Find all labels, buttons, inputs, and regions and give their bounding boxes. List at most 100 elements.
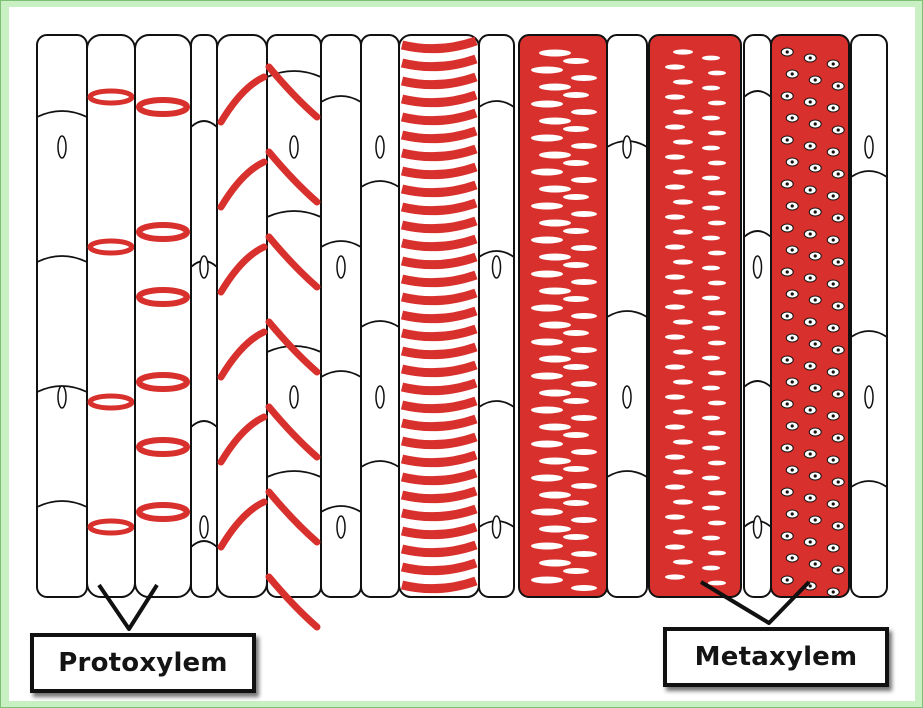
nucleus <box>623 386 631 408</box>
nucleus <box>493 516 501 538</box>
pit <box>665 304 685 309</box>
reticulate-gap <box>563 262 589 268</box>
pit-aperture <box>832 502 835 505</box>
pit <box>665 124 685 129</box>
reticulate-gap <box>563 92 589 98</box>
pit <box>665 454 685 459</box>
pit-aperture <box>786 50 789 53</box>
pit <box>702 296 720 301</box>
metaxylem-label: Metaxylem <box>695 642 858 672</box>
pit <box>665 244 685 249</box>
pit-aperture <box>832 106 835 109</box>
nucleus <box>200 516 208 538</box>
pit-aperture <box>809 540 812 543</box>
pit <box>665 154 685 159</box>
pit <box>665 214 685 219</box>
pit <box>673 259 693 264</box>
reticulate-gap <box>531 169 563 176</box>
pit-aperture <box>837 480 840 483</box>
reticulate-gap <box>539 84 571 91</box>
pit <box>708 521 726 526</box>
parenchyma-cell-outline <box>851 35 887 597</box>
reticulate-gap <box>563 432 589 438</box>
pit-aperture <box>809 56 812 59</box>
diagram-canvas: Protoxylem Metaxylem <box>9 7 915 701</box>
pit-aperture <box>837 436 840 439</box>
pit-aperture <box>786 578 789 581</box>
parenchyma-column <box>851 35 887 597</box>
pit <box>673 529 693 534</box>
pit <box>673 49 693 54</box>
pit-aperture <box>837 524 840 527</box>
pit-aperture <box>814 386 817 389</box>
pit-aperture <box>809 452 812 455</box>
reticulate-gap <box>571 517 597 523</box>
pit-aperture <box>814 78 817 81</box>
pit <box>673 229 693 234</box>
pit <box>665 574 685 579</box>
reticulate-gap <box>531 237 563 244</box>
pit-aperture <box>814 298 817 301</box>
reticulate-gap <box>563 330 589 336</box>
metaxylem-label-box: Metaxylem <box>663 627 889 687</box>
pit <box>702 86 720 91</box>
pit <box>665 184 685 189</box>
pit-aperture <box>791 72 794 75</box>
pit-aperture <box>837 304 840 307</box>
reticulate-gap <box>539 390 571 397</box>
nucleus <box>376 386 384 408</box>
pit-aperture <box>832 150 835 153</box>
pit <box>702 386 720 391</box>
reticulate-gap <box>531 339 563 346</box>
pit-aperture <box>814 122 817 125</box>
parenchyma-column <box>37 35 87 597</box>
pit-aperture <box>809 144 812 147</box>
pit-aperture <box>791 556 794 559</box>
pit <box>702 266 720 271</box>
reticulate-gap <box>571 449 597 455</box>
pit-aperture <box>791 336 794 339</box>
pit-aperture <box>837 348 840 351</box>
parenchyma-cell-outline <box>479 35 514 597</box>
pit <box>708 161 726 166</box>
pit <box>702 206 720 211</box>
pit-aperture <box>791 116 794 119</box>
reticulate-vessel <box>519 35 607 597</box>
vessel-outline <box>87 35 135 597</box>
nucleus <box>865 136 873 158</box>
pit-aperture <box>832 194 835 197</box>
reticulate-gap <box>539 254 571 261</box>
pit-aperture <box>809 584 812 587</box>
pit <box>702 356 720 361</box>
pit <box>665 424 685 429</box>
pit-aperture <box>814 562 817 565</box>
nucleus <box>337 256 345 278</box>
pit-aperture <box>809 364 812 367</box>
reticulate-gap <box>563 534 589 540</box>
pit <box>702 176 720 181</box>
pit-aperture <box>809 408 812 411</box>
pit <box>708 131 726 136</box>
pit-aperture <box>832 238 835 241</box>
parenchyma-cell-outline <box>361 35 399 597</box>
pit-aperture <box>791 468 794 471</box>
pit-aperture <box>837 568 840 571</box>
annular-vessel <box>135 35 191 597</box>
reticulate-gap <box>539 560 571 567</box>
pit-aperture <box>791 512 794 515</box>
pit <box>708 551 726 556</box>
reticulate-gap <box>563 398 589 404</box>
pit <box>708 371 726 376</box>
pit <box>708 191 726 196</box>
pit-aperture <box>814 474 817 477</box>
parenchyma-column <box>321 35 361 597</box>
pitted-vessel <box>649 35 741 597</box>
parenchyma-cell-outline <box>607 35 647 597</box>
pit <box>702 236 720 241</box>
pit-aperture <box>791 160 794 163</box>
pit <box>673 499 693 504</box>
nucleus <box>493 256 501 278</box>
pit <box>665 64 685 69</box>
reticulate-gap <box>563 466 589 472</box>
reticulate-gap <box>571 483 597 489</box>
